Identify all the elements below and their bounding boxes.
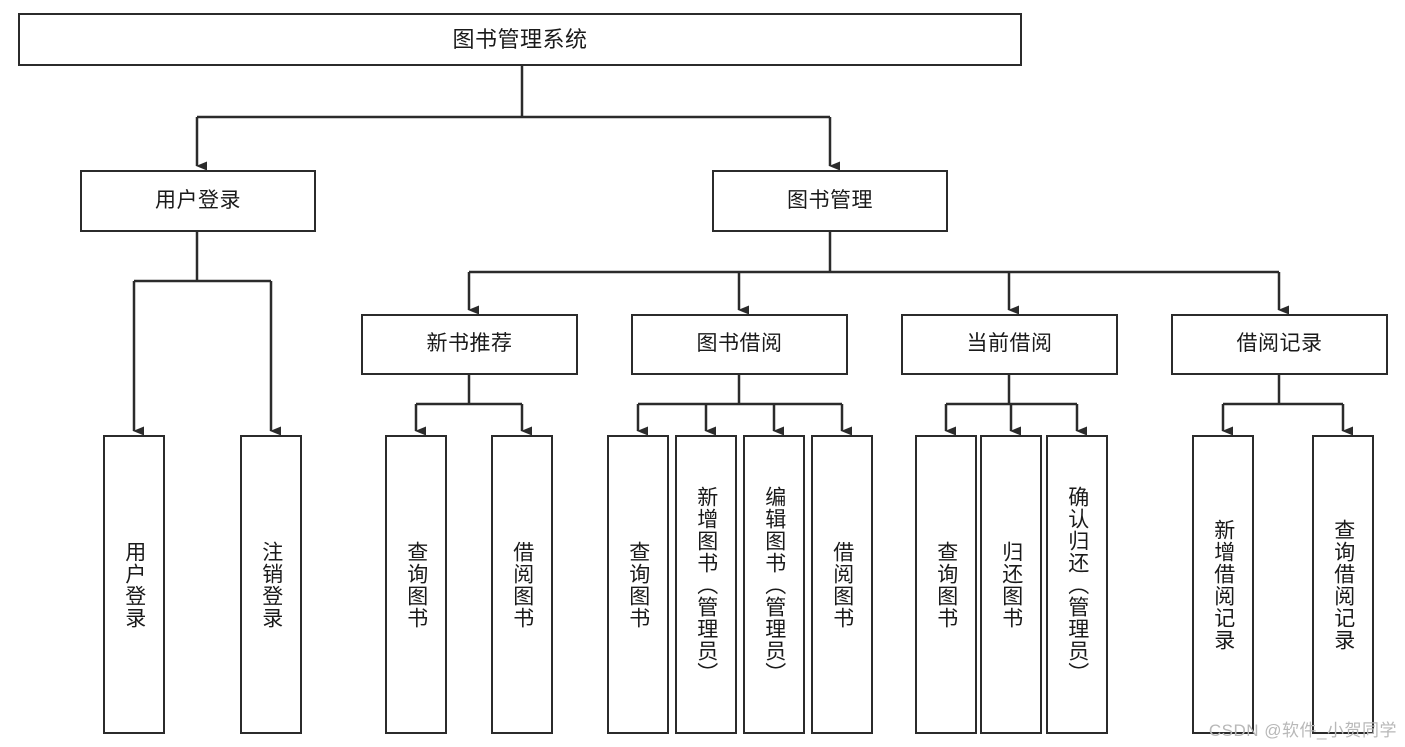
- node-label: 编辑图书（管理员）: [762, 485, 786, 684]
- leaf-current-borrow-query[interactable]: 查询图书: [915, 435, 977, 734]
- node-current-borrow[interactable]: 当前借阅: [901, 314, 1118, 375]
- leaf-user-login-login[interactable]: 用户登录: [103, 435, 165, 734]
- node-label: 查询图书: [404, 540, 428, 629]
- node-label: 归还图书: [999, 540, 1023, 629]
- leaf-book-borrow-query[interactable]: 查询图书: [607, 435, 669, 734]
- node-label: 查询借阅记录: [1331, 518, 1355, 651]
- leaf-user-login-logout[interactable]: 注销登录: [240, 435, 302, 734]
- node-label: 查询图书: [626, 540, 650, 629]
- node-label: 注销登录: [259, 540, 283, 629]
- node-book-management[interactable]: 图书管理: [712, 170, 948, 232]
- leaf-book-borrow-edit[interactable]: 编辑图书（管理员）: [743, 435, 805, 734]
- node-book-borrow[interactable]: 图书借阅: [631, 314, 848, 375]
- node-label: 借阅图书: [830, 540, 854, 629]
- leaf-new-book-borrow[interactable]: 借阅图书: [491, 435, 553, 734]
- node-borrow-record[interactable]: 借阅记录: [1171, 314, 1388, 375]
- node-label: 新增图书（管理员）: [694, 485, 718, 684]
- leaf-book-borrow-borrow[interactable]: 借阅图书: [811, 435, 873, 734]
- leaf-current-borrow-confirm-return[interactable]: 确认归还（管理员）: [1046, 435, 1108, 734]
- node-label: 当前借阅: [966, 332, 1053, 356]
- node-label: 图书管理系统: [452, 26, 588, 52]
- node-label: 确认归还（管理员）: [1065, 485, 1089, 684]
- node-root-book-management-system[interactable]: 图书管理系统: [18, 13, 1022, 66]
- node-label: 借阅记录: [1236, 332, 1323, 356]
- node-label: 图书管理: [787, 188, 873, 212]
- leaf-new-book-query[interactable]: 查询图书: [385, 435, 447, 734]
- leaf-book-borrow-add[interactable]: 新增图书（管理员）: [675, 435, 737, 734]
- leaf-current-borrow-return[interactable]: 归还图书: [980, 435, 1042, 734]
- node-label: 图书借阅: [696, 332, 783, 356]
- node-label: 用户登录: [155, 188, 241, 212]
- leaf-borrow-record-query[interactable]: 查询借阅记录: [1312, 435, 1374, 734]
- node-label: 新增借阅记录: [1211, 518, 1235, 651]
- node-label: 用户登录: [122, 540, 146, 629]
- node-new-book-recommend[interactable]: 新书推荐: [361, 314, 578, 375]
- leaf-borrow-record-add[interactable]: 新增借阅记录: [1192, 435, 1254, 734]
- node-label: 查询图书: [934, 540, 958, 629]
- node-label: 借阅图书: [510, 540, 534, 629]
- watermark-text: CSDN @软件_小贺同学: [1208, 721, 1397, 740]
- node-label: 新书推荐: [426, 332, 513, 356]
- node-user-login[interactable]: 用户登录: [80, 170, 316, 232]
